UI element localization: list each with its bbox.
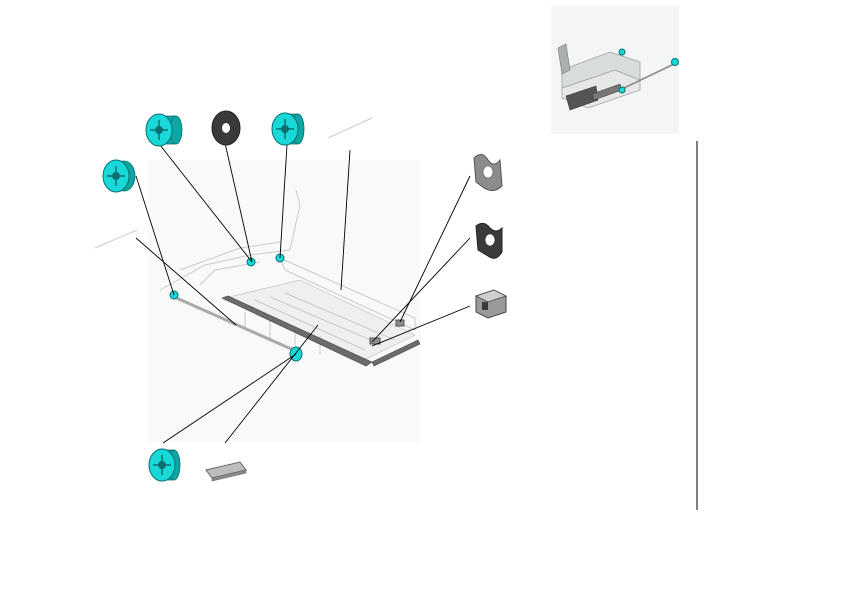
ghost-hint-line	[94, 229, 138, 249]
locator-thumbnail	[551, 6, 679, 134]
pickup-roller-icon	[148, 448, 181, 482]
guide-bracket-icon	[473, 154, 503, 192]
feed-roller-icon	[271, 112, 305, 146]
guide-bracket-icon	[475, 222, 503, 259]
sensor-block-icon	[474, 289, 508, 319]
ghost-hint-line	[327, 117, 373, 139]
cover-plate-icon	[205, 461, 247, 482]
feed-roller-icon	[145, 113, 183, 147]
pickup-roller-icon	[102, 159, 136, 193]
tray-assembly	[148, 160, 421, 442]
separation-pad-icon	[211, 110, 241, 146]
leader-lines	[135, 142, 471, 444]
